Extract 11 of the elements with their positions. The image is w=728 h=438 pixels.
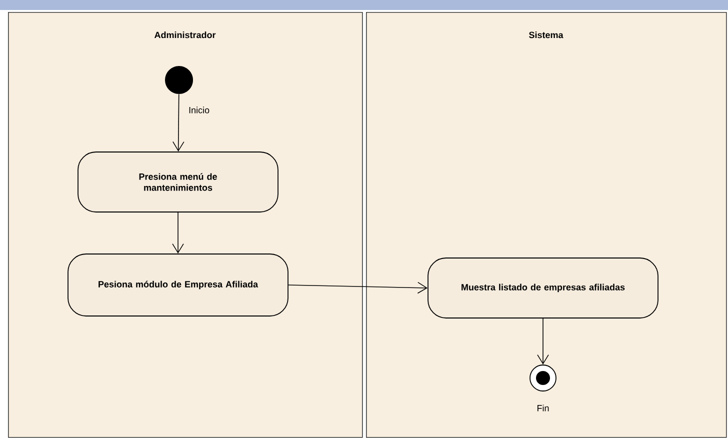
- node-caption: Fin: [538, 404, 549, 412]
- arrow: [288, 282, 428, 294]
- start-node: [165, 66, 193, 94]
- action-box: Presiona menú de mantenimientos: [78, 152, 278, 212]
- end-node: [530, 364, 556, 392]
- arrow: [172, 94, 184, 152]
- action-box: Pesiona módulo de Empresa Afiliada: [68, 254, 288, 316]
- arrow: [172, 212, 184, 254]
- action-box: Muestra listado de empresas afiliadas: [428, 258, 658, 318]
- arrow: [537, 318, 549, 365]
- node-caption: Inicio: [189, 106, 210, 114]
